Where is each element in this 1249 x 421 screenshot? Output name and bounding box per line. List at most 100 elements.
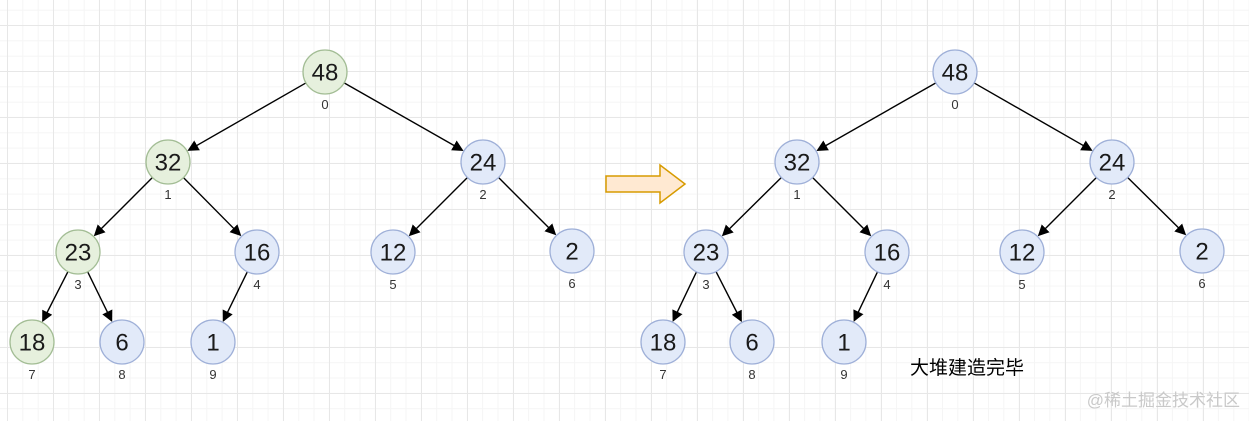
node-value: 1 bbox=[837, 330, 850, 357]
tree-edge bbox=[498, 177, 557, 236]
node-circle bbox=[821, 319, 867, 365]
tree-edge bbox=[973, 82, 1093, 151]
node-circle bbox=[1179, 228, 1225, 274]
node-index: 9 bbox=[209, 367, 216, 382]
node-index: 0 bbox=[321, 97, 328, 112]
tree-edge bbox=[721, 176, 782, 237]
tree-node: 16 4 bbox=[234, 229, 280, 292]
heap-complete-caption: 大堆建造完毕 bbox=[910, 358, 1025, 379]
tree-node: 18 7 bbox=[9, 319, 55, 382]
transform-right-arrow-icon bbox=[605, 163, 687, 205]
node-circle bbox=[190, 319, 236, 365]
tree-edge bbox=[408, 177, 468, 237]
tree-node: 12 5 bbox=[999, 229, 1045, 292]
node-value: 2 bbox=[565, 239, 578, 266]
node-circle bbox=[864, 229, 910, 275]
node-index: 1 bbox=[793, 187, 800, 202]
node-value: 23 bbox=[693, 240, 720, 267]
tree-edge bbox=[87, 271, 113, 322]
node-index: 4 bbox=[883, 277, 890, 292]
node-index: 2 bbox=[479, 187, 486, 202]
tree-edge bbox=[42, 271, 69, 323]
tree-node: 23 3 bbox=[683, 229, 729, 292]
node-index: 3 bbox=[74, 277, 81, 292]
node-value: 24 bbox=[470, 150, 497, 177]
tree-node: 164 bbox=[864, 229, 910, 292]
tree-node: 26 bbox=[1179, 228, 1225, 291]
node-value: 16 bbox=[244, 240, 271, 267]
node-circle bbox=[370, 229, 416, 275]
tree-edge bbox=[187, 82, 307, 151]
node-index: 1 bbox=[164, 187, 171, 202]
node-index: 7 bbox=[28, 367, 35, 382]
node-circle bbox=[99, 319, 145, 365]
node-circle bbox=[9, 319, 55, 365]
tree-edge bbox=[812, 177, 872, 237]
node-value: 23 bbox=[65, 240, 92, 267]
node-value: 32 bbox=[784, 150, 811, 177]
node-index: 2 bbox=[1108, 187, 1115, 202]
node-index: 6 bbox=[568, 276, 575, 291]
tree-node: 68 bbox=[99, 319, 145, 382]
node-value: 12 bbox=[1009, 240, 1036, 267]
tree-node: 321 bbox=[145, 139, 191, 202]
node-value: 12 bbox=[380, 240, 407, 267]
tree-edge bbox=[853, 271, 879, 322]
tree-edge bbox=[1037, 177, 1097, 237]
node-circle bbox=[549, 228, 595, 274]
node-index: 5 bbox=[389, 277, 396, 292]
tree-edge bbox=[672, 271, 698, 322]
tree-node: 68 bbox=[729, 319, 775, 382]
tree-edge bbox=[222, 271, 248, 322]
node-circle bbox=[729, 319, 775, 365]
tree-node: 32 1 bbox=[774, 139, 820, 202]
node-circle bbox=[932, 49, 978, 95]
node-value: 48 bbox=[942, 60, 969, 87]
node-circle bbox=[1089, 139, 1135, 185]
node-index: 5 bbox=[1018, 277, 1025, 292]
tree-node: 26 bbox=[549, 228, 595, 291]
node-circle bbox=[55, 229, 101, 275]
node-circle bbox=[460, 139, 506, 185]
node-value: 6 bbox=[115, 330, 128, 357]
tree-node: 480 bbox=[932, 49, 978, 112]
node-index: 8 bbox=[748, 367, 755, 382]
tree-node: 12 5 bbox=[370, 229, 416, 292]
node-circle bbox=[302, 49, 348, 95]
tree-edge bbox=[816, 82, 937, 151]
node-index: 6 bbox=[1198, 276, 1205, 291]
tree-node: 48 0 bbox=[302, 49, 348, 112]
node-value: 18 bbox=[650, 330, 677, 357]
node-index: 9 bbox=[840, 367, 847, 382]
tree-node: 18 7 bbox=[640, 319, 686, 382]
node-value: 1 bbox=[206, 330, 219, 357]
tree-node: 19 bbox=[821, 319, 867, 382]
node-value: 6 bbox=[745, 330, 758, 357]
node-index: 3 bbox=[702, 277, 709, 292]
node-circle bbox=[683, 229, 729, 275]
tree-edge bbox=[93, 177, 153, 237]
node-value: 2 bbox=[1195, 239, 1208, 266]
node-circle bbox=[774, 139, 820, 185]
tree-node: 24 2 bbox=[1089, 139, 1135, 202]
node-index: 7 bbox=[659, 367, 666, 382]
node-circle bbox=[999, 229, 1045, 275]
tree-edge bbox=[715, 271, 742, 323]
node-circle bbox=[145, 139, 191, 185]
tree-edge bbox=[343, 82, 464, 151]
tree-edge bbox=[1127, 176, 1187, 236]
tree-node: 23 3 bbox=[55, 229, 101, 292]
node-value: 18 bbox=[19, 330, 46, 357]
node-value: 48 bbox=[312, 60, 339, 87]
node-circle bbox=[640, 319, 686, 365]
tree-node: 19 bbox=[190, 319, 236, 382]
node-index: 8 bbox=[118, 367, 125, 382]
node-index: 4 bbox=[253, 277, 260, 292]
node-value: 24 bbox=[1099, 150, 1126, 177]
tree-edge bbox=[182, 177, 242, 237]
juejin-watermark: @稀土掘金技术社区 bbox=[1086, 391, 1240, 410]
